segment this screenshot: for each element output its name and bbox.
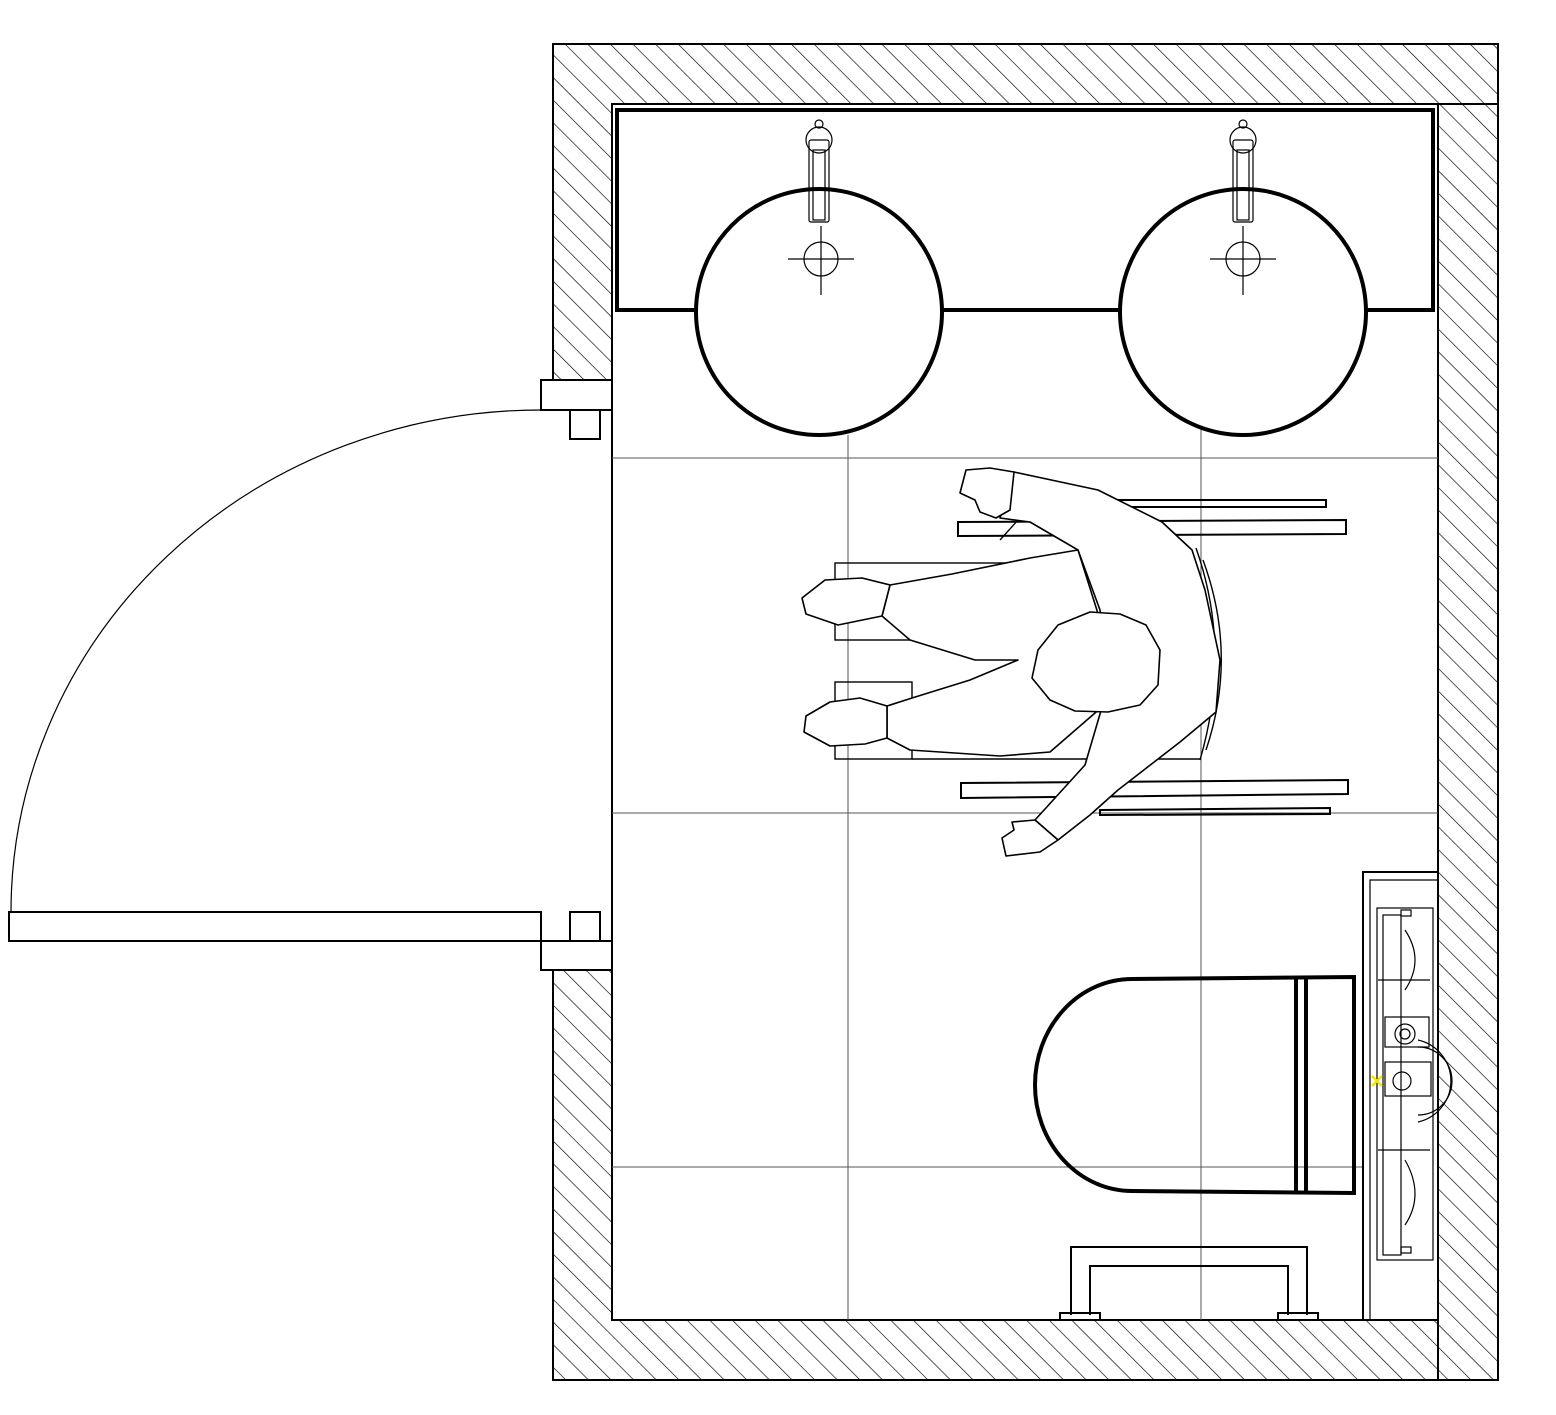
drain-right-icon bbox=[1210, 226, 1276, 295]
cistern-frame-icon bbox=[1376, 907, 1453, 1261]
person-icon bbox=[801, 467, 1221, 857]
tap-right-icon bbox=[1229, 119, 1257, 223]
room-outline bbox=[611, 103, 1439, 1321]
wheelchair-user bbox=[801, 467, 1349, 857]
vanity-counter bbox=[615, 108, 1435, 312]
drain-left-icon bbox=[788, 226, 854, 295]
tap-left-icon bbox=[805, 119, 833, 223]
flush-frame bbox=[1362, 871, 1453, 1320]
door bbox=[8, 379, 613, 971]
sink-left bbox=[694, 119, 944, 437]
door-frame-top bbox=[540, 379, 613, 440]
door-swing-arc bbox=[10, 409, 542, 913]
wall-north bbox=[552, 43, 1499, 381]
wall-east bbox=[1437, 103, 1499, 1381]
door-leaf bbox=[8, 911, 542, 942]
grab-bar bbox=[1059, 1246, 1319, 1321]
door-frame-bottom bbox=[540, 911, 613, 971]
sink-right bbox=[1118, 119, 1368, 437]
toilet bbox=[1033, 974, 1356, 1196]
set-out-marker-icon bbox=[1371, 1075, 1383, 1087]
